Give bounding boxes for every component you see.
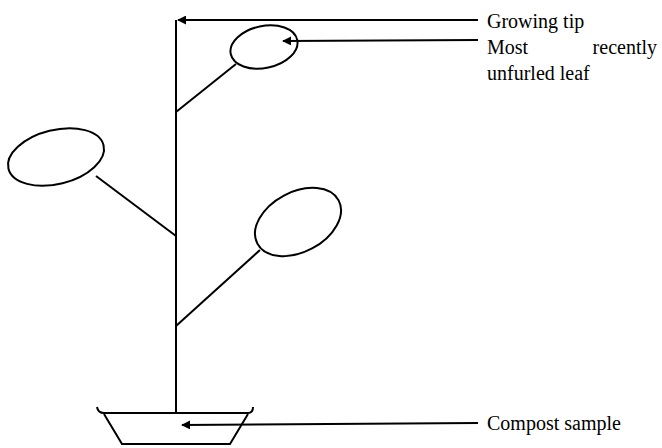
leader-arrow (178, 19, 478, 21)
leader-arrow (283, 40, 478, 41)
pot (104, 414, 248, 444)
part-label: Growing tip (487, 8, 657, 34)
stem (175, 20, 177, 412)
leaf-stalk (176, 250, 260, 326)
leader-arrow (182, 423, 478, 425)
pot-rim (97, 407, 253, 413)
leaf (243, 174, 352, 270)
part-label: Compost sample (487, 410, 657, 436)
leaf (2, 119, 110, 195)
leaf-stalk (176, 64, 236, 112)
leaf-stalk (96, 176, 176, 236)
part-label: Most recently unfurled leaf (487, 34, 657, 86)
young-leaf (226, 19, 301, 74)
